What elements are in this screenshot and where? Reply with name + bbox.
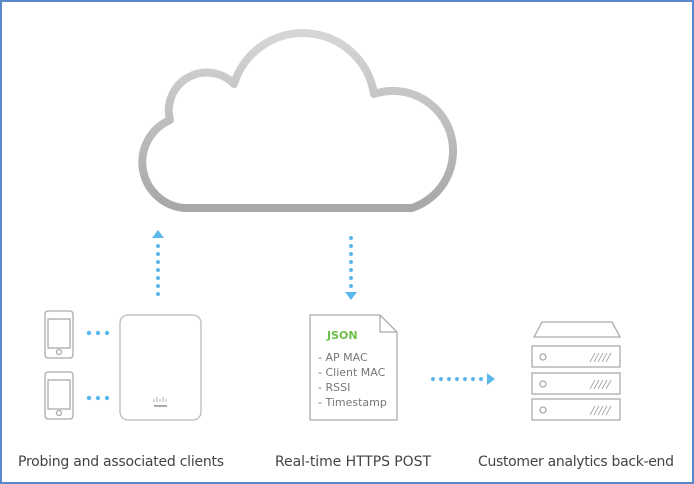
connection-dots [86, 330, 110, 401]
json-field: - RSSI [318, 381, 350, 394]
server-icon [531, 321, 622, 421]
json-field: - AP MAC [318, 351, 368, 364]
document-icon: JSON - AP MAC - Client MAC - RSSI - Time… [309, 314, 398, 421]
clients-label: Probing and associated clients [18, 454, 224, 470]
access-point-icon [119, 314, 202, 421]
json-field: - Client MAC [318, 366, 386, 379]
json-field: - Timestamp [318, 396, 387, 409]
post-label: Real-time HTTPS POST [275, 454, 431, 470]
upload-arrow [152, 230, 164, 296]
phone-icon [44, 371, 74, 420]
cloud-icon [138, 29, 458, 212]
download-arrow [345, 236, 357, 300]
json-title: JSON [326, 329, 358, 342]
post-arrow [431, 373, 495, 385]
phone-icon [44, 310, 74, 359]
backend-label: Customer analytics back-end [478, 454, 674, 470]
